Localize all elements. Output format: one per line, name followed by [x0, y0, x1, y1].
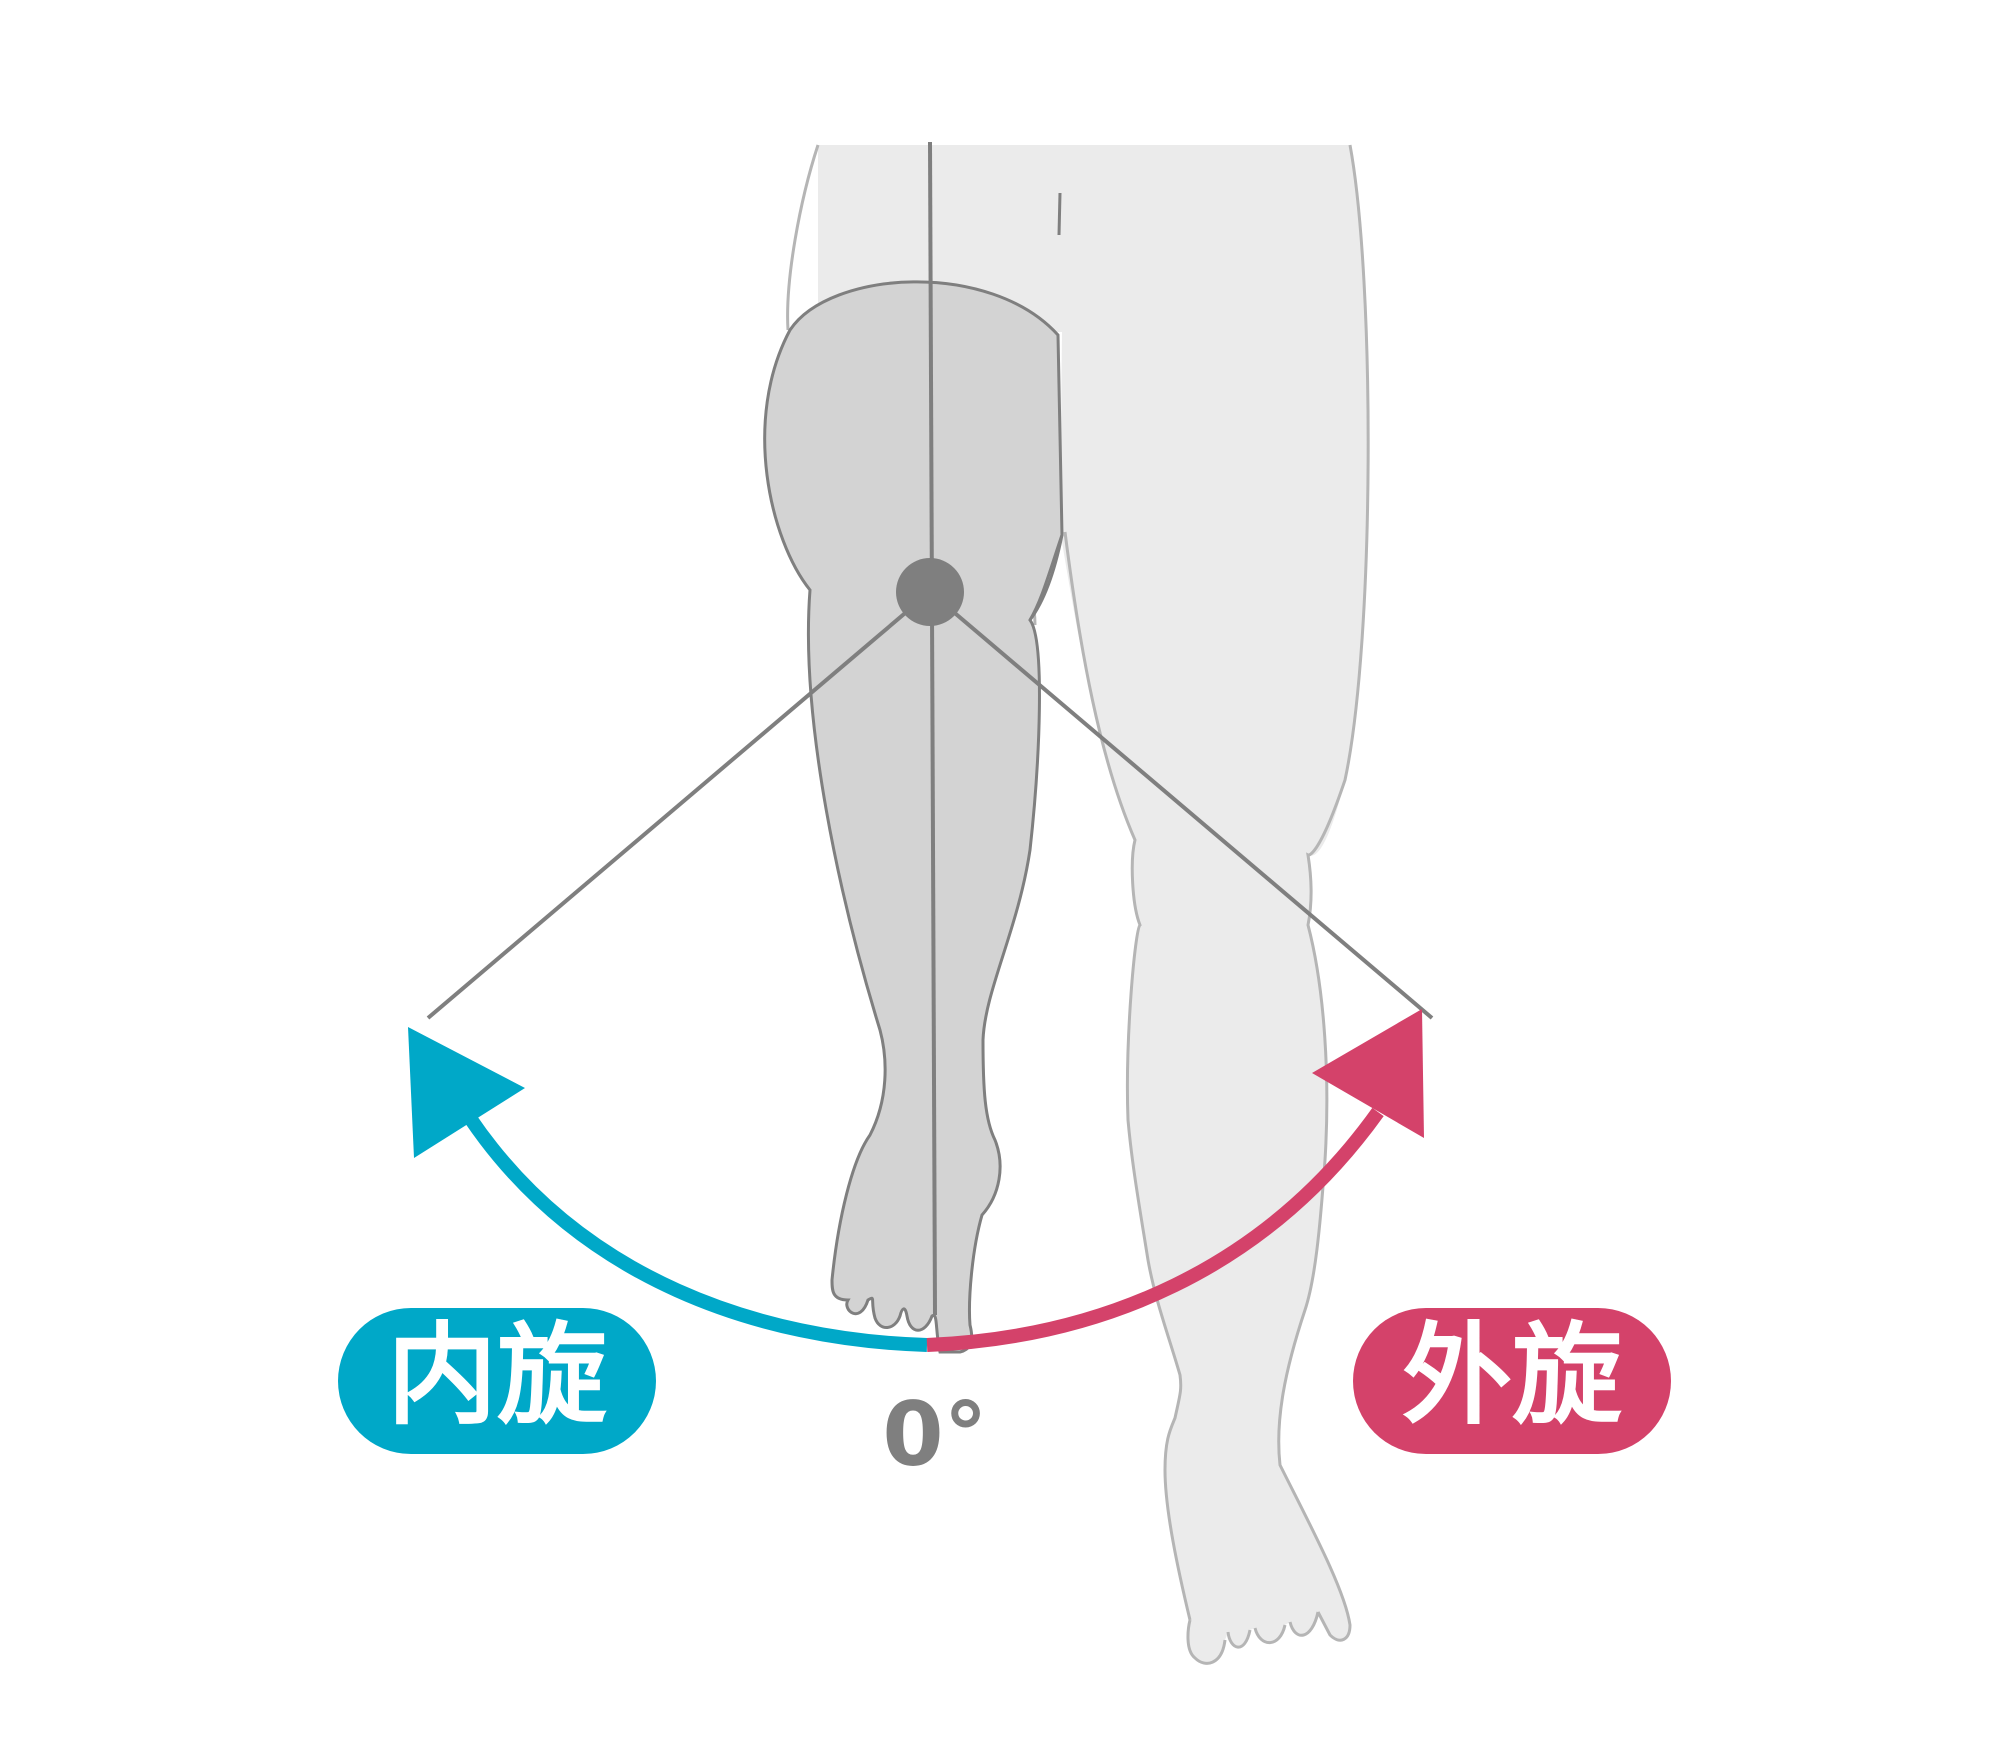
external-rotation-arrow [926, 1009, 1424, 1352]
external-rotation-badge: 外旋 [1353, 1308, 1671, 1454]
hip-mark [1057, 192, 1062, 236]
internal-rotation-arc [464, 1114, 928, 1352]
back-leg-shape [818, 145, 1369, 1664]
zero-angle-label: 0° [882, 1383, 987, 1486]
front-leg-shape [763, 280, 1064, 1354]
back-leg-outline-outer [1277, 144, 1370, 1642]
internal-limit-line [426, 590, 932, 1020]
front-leg-inner-crease [1028, 534, 1064, 621]
pivot-joint-dot [896, 558, 964, 626]
internal-rotation-pill [338, 1308, 656, 1454]
external-rotation-pill [1353, 1308, 1671, 1454]
vertical-axis-line [928, 141, 937, 1316]
arrow-head-right-icon [1312, 1009, 1424, 1138]
external-limit-line [928, 590, 1434, 1020]
internal-rotation-label: 内旋 [387, 1311, 607, 1439]
arrow-head-left-icon [408, 1027, 525, 1158]
internal-rotation-arrow [408, 1027, 928, 1352]
back-leg-hip-outline [786, 144, 820, 331]
external-rotation-arc [926, 1107, 1384, 1352]
internal-rotation-badge: 内旋 [338, 1308, 656, 1454]
axis-lines [426, 141, 1434, 1316]
back-leg [786, 144, 1370, 1665]
back-leg-outline-inner [1063, 531, 1192, 1621]
back-leg-toes [1186, 1611, 1320, 1665]
front-leg [763, 192, 1064, 1354]
external-rotation-label: 外旋 [1402, 1311, 1622, 1439]
